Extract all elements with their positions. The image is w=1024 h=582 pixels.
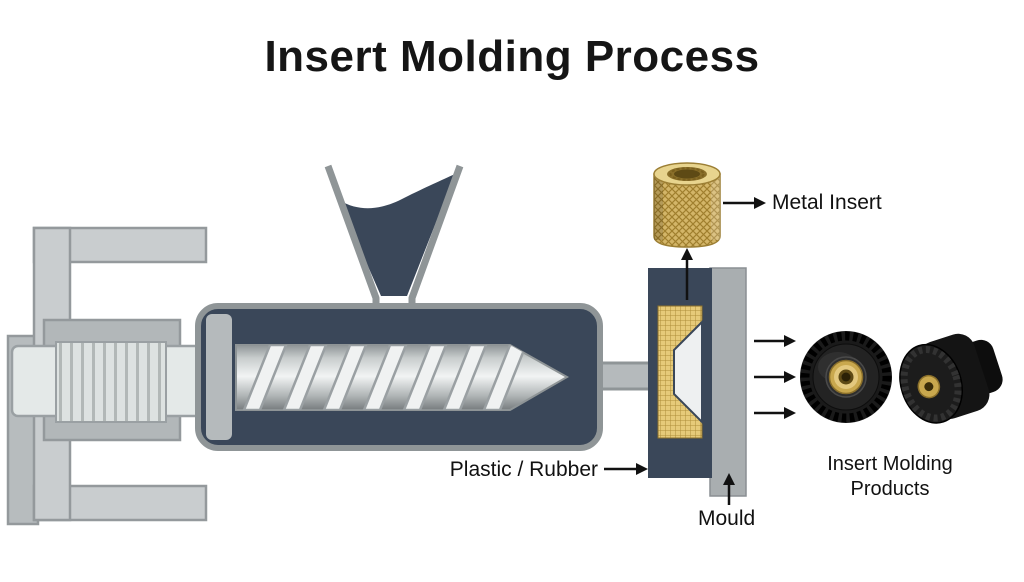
screw-flight bbox=[282, 345, 328, 410]
product-angled-knurl bbox=[900, 346, 962, 422]
product-front-bore-deep bbox=[841, 372, 851, 382]
screw bbox=[235, 344, 570, 411]
plastic-rubber-label: Plastic / Rubber bbox=[449, 458, 598, 481]
nozzle bbox=[596, 361, 652, 391]
mould-label: Mould bbox=[698, 507, 756, 530]
insert-shade bbox=[654, 176, 663, 240]
insert-body bbox=[653, 173, 721, 248]
screw-flight bbox=[482, 345, 528, 410]
product-front bbox=[800, 331, 892, 423]
mold-core-notch bbox=[673, 319, 703, 425]
arrow-mould-label-head bbox=[723, 473, 735, 485]
products-label-line1: Insert Molding bbox=[827, 453, 953, 475]
products-label-line2: Products bbox=[850, 478, 930, 500]
metal-insert-graphic bbox=[653, 162, 721, 248]
drive-shaft bbox=[10, 318, 210, 442]
screw-flight bbox=[362, 345, 408, 410]
screw-flight bbox=[442, 345, 488, 410]
insert-highlight bbox=[711, 176, 720, 240]
product-angled bbox=[899, 333, 1003, 424]
arrows bbox=[604, 197, 796, 505]
screw-flight bbox=[242, 345, 288, 410]
hopper bbox=[324, 164, 464, 310]
shaft-ribbed-section bbox=[55, 341, 167, 423]
mold bbox=[648, 267, 747, 497]
product-front-knurl bbox=[800, 331, 892, 423]
insert-thread bbox=[669, 167, 705, 181]
screw-flight bbox=[322, 345, 368, 410]
arrow-eject-1-head bbox=[784, 335, 796, 347]
products-label: Insert Molding Products bbox=[810, 452, 970, 502]
metal-insert-label: Metal Insert bbox=[772, 191, 882, 214]
page-title: Insert Molding Process bbox=[264, 32, 760, 81]
barrel-end-cap bbox=[206, 314, 232, 440]
arrow-insert-label-head bbox=[754, 197, 766, 209]
arrow-plastic-to-mold-head bbox=[636, 463, 648, 475]
arrow-eject-2-head bbox=[784, 371, 796, 383]
arrow-mold-to-insert-head bbox=[681, 248, 693, 260]
screw-flight bbox=[402, 345, 448, 410]
arrow-eject-3-head bbox=[784, 407, 796, 419]
insert-bore-deep bbox=[674, 169, 700, 179]
product-angled-bore bbox=[924, 382, 934, 392]
mold-back-plate bbox=[709, 267, 747, 497]
hopper-material bbox=[339, 174, 455, 296]
